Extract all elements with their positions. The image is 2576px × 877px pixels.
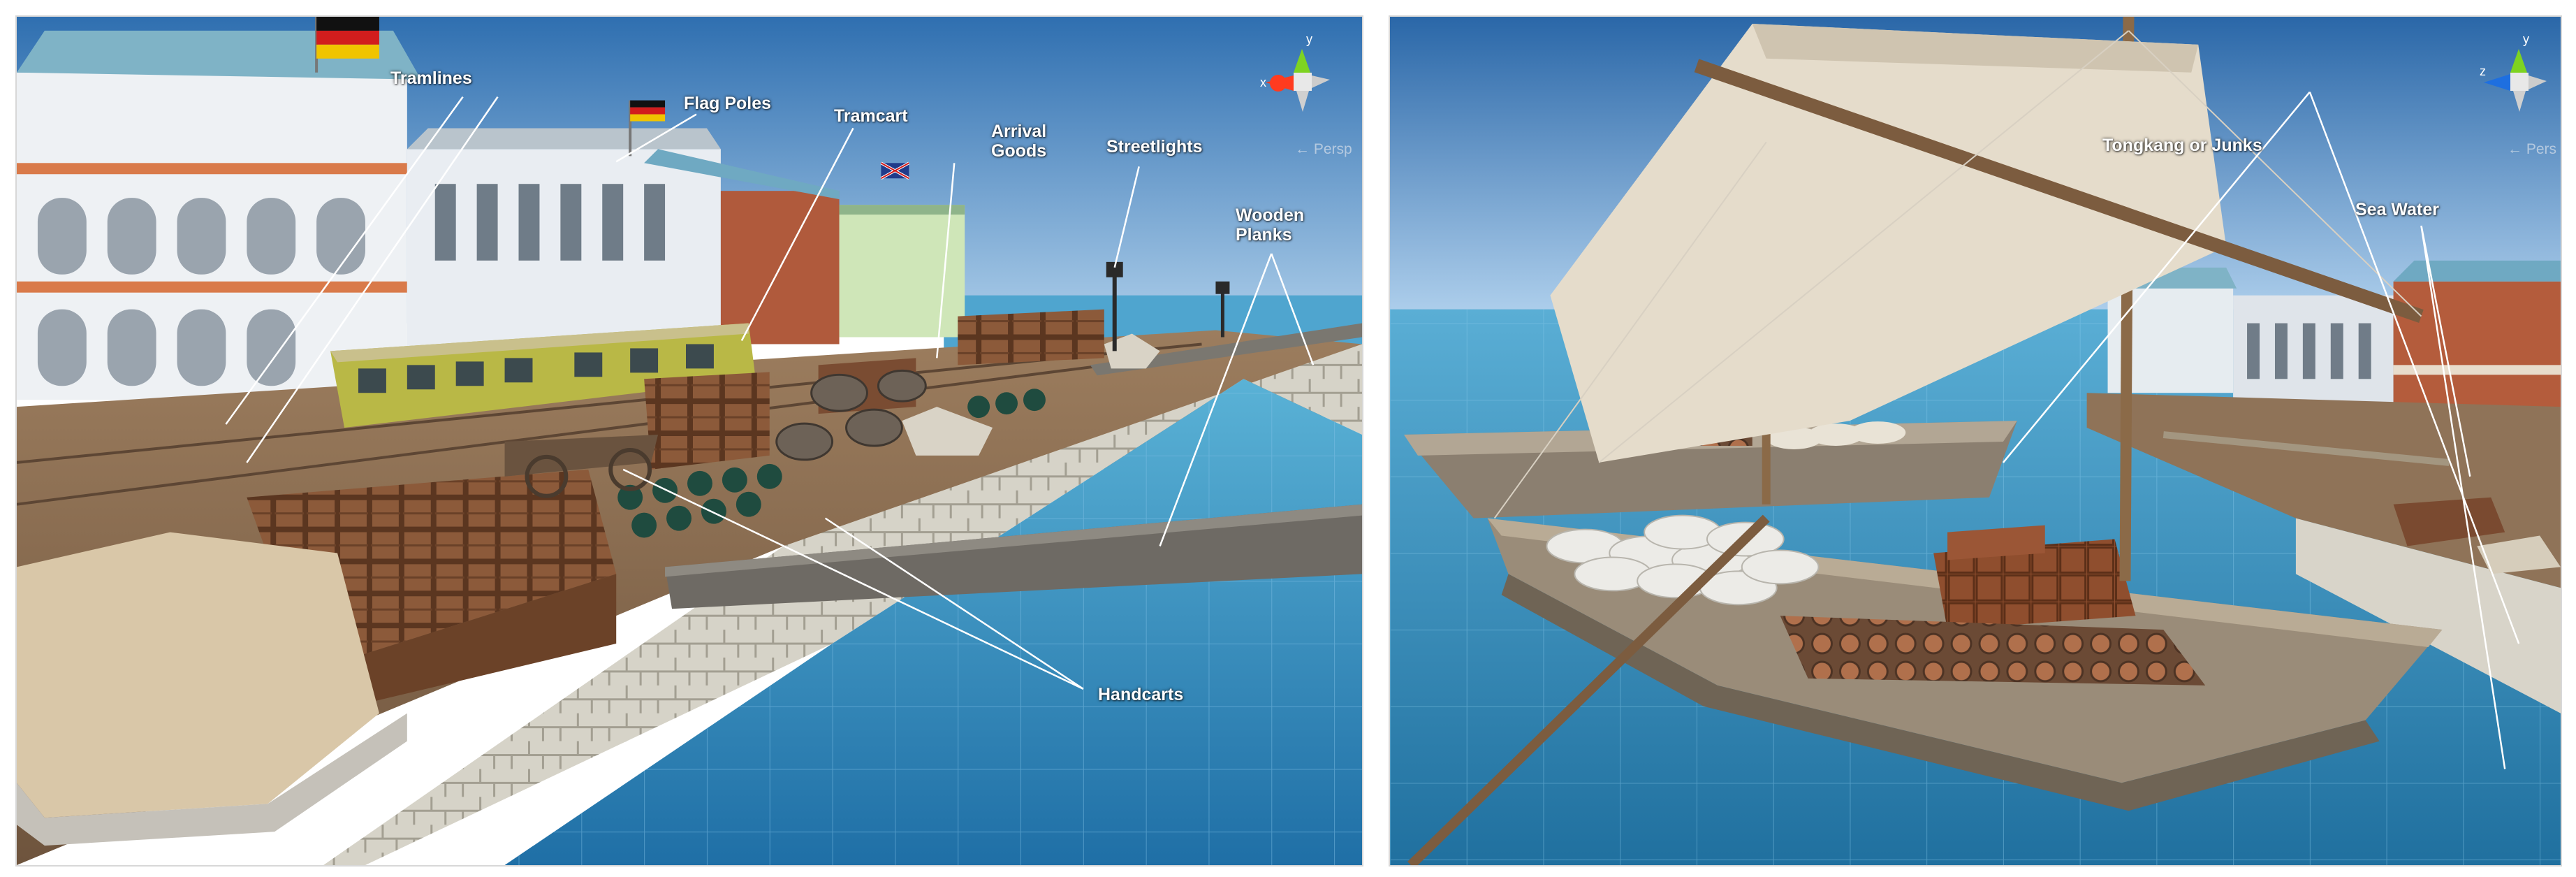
gizmo-y-axis-label-right: y [2523, 32, 2529, 46]
scene-orientation-gizmo-right[interactable]: y z [2480, 31, 2556, 129]
label-sea-water: Sea Water [2355, 200, 2439, 219]
label-arrival-goods: Arrival Goods [991, 122, 1047, 161]
projection-mode-label-right[interactable]: ← Pers [2508, 141, 2557, 157]
gizmo-y-axis-icon [1294, 49, 1310, 73]
label-tramlines: Tramlines [390, 68, 472, 88]
projection-mode-label[interactable]: ← Persp [1295, 141, 1352, 157]
label-handcarts: Handcarts [1098, 685, 1184, 704]
junk-scene [1390, 17, 2561, 865]
label-streetlights: Streetlights [1106, 137, 1203, 157]
gizmo-x-axis-label: x [1260, 75, 1266, 89]
label-flag-poles: Flag Poles [684, 94, 772, 113]
gizmo-y-axis-icon-right [2510, 49, 2527, 73]
label-tongkang-or-junks: Tongkang or Junks [2102, 136, 2262, 155]
scene-orientation-gizmo[interactable]: y x [1260, 31, 1344, 129]
gizmo-y-axis-label: y [1306, 32, 1312, 46]
label-wooden-planks: Wooden Planks [1236, 205, 1305, 245]
left-viewport[interactable]: Tramlines Flag Poles Tramcart Arrival Go… [15, 15, 1363, 867]
gizmo-z-axis-icon [2484, 74, 2510, 91]
right-viewport[interactable]: Tongkang or Junks Sea Water y z ← Pers [1389, 15, 2562, 867]
quay-scene [17, 17, 1362, 865]
label-tramcart: Tramcart [834, 106, 908, 126]
gizmo-z-axis-label: z [2480, 64, 2486, 78]
